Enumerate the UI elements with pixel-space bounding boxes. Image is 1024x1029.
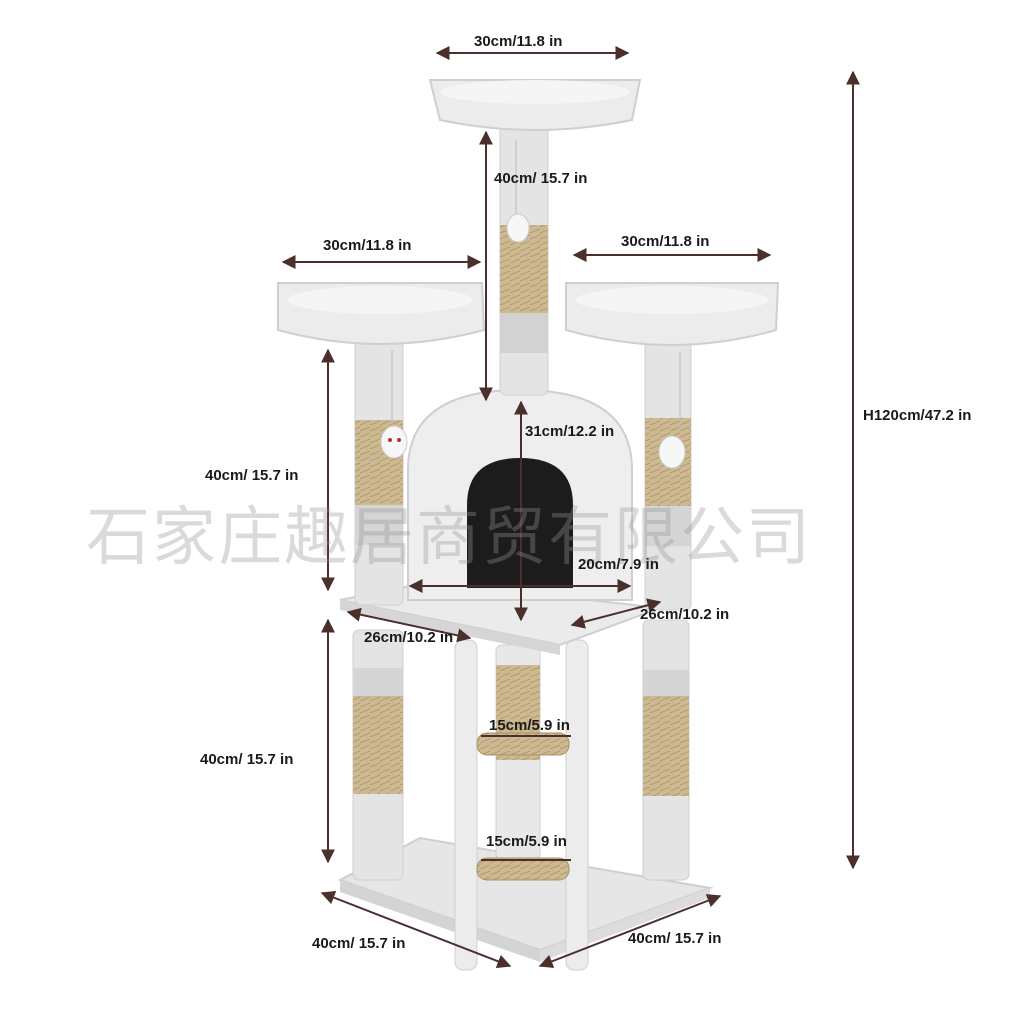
lower-right-post <box>642 619 690 881</box>
dimension-lines <box>281 46 860 968</box>
left-perch <box>277 282 486 345</box>
base-side-right-label: 40cm/ 15.7 in <box>628 930 722 947</box>
condo-height-label: 31cm/12.2 in <box>525 423 615 440</box>
total-height-label: H120cm/47.2 in <box>863 407 972 424</box>
top-perch <box>428 79 642 131</box>
top-perch-width-label: 30cm/11.8 in <box>474 33 563 50</box>
ladder-rung-lower-label: 15cm/5.9 in <box>486 833 567 850</box>
right-perch-width-label: 30cm/11.8 in <box>621 233 710 250</box>
toy-mouse-left <box>380 350 408 459</box>
platform-depth-right-label: 26cm/10.2 in <box>640 606 730 623</box>
ladder-rung-lower <box>476 857 570 881</box>
top-post <box>499 114 549 396</box>
toy-mouse-top <box>506 140 530 243</box>
ladder-rung-upper <box>476 732 570 756</box>
ladder-rung-upper-label: 15cm/5.9 in <box>489 717 570 734</box>
lower-left-post <box>352 629 404 881</box>
lower-post-height-label: 40cm/ 15.7 in <box>200 751 294 768</box>
condo-width-label: 20cm/7.9 in <box>578 556 659 573</box>
top-post-height-label: 40cm/ 15.7 in <box>494 170 588 187</box>
right-perch <box>565 282 780 346</box>
upper-left-post <box>354 339 404 606</box>
left-perch-width-label: 30cm/11.8 in <box>323 237 412 254</box>
platform-depth-left-label: 26cm/10.2 in <box>364 629 454 646</box>
base-side-left-label: 40cm/ 15.7 in <box>312 935 406 952</box>
left-post-height-label: 40cm/ 15.7 in <box>205 467 299 484</box>
toy-mouse-right <box>658 352 686 469</box>
ladder <box>454 639 589 971</box>
